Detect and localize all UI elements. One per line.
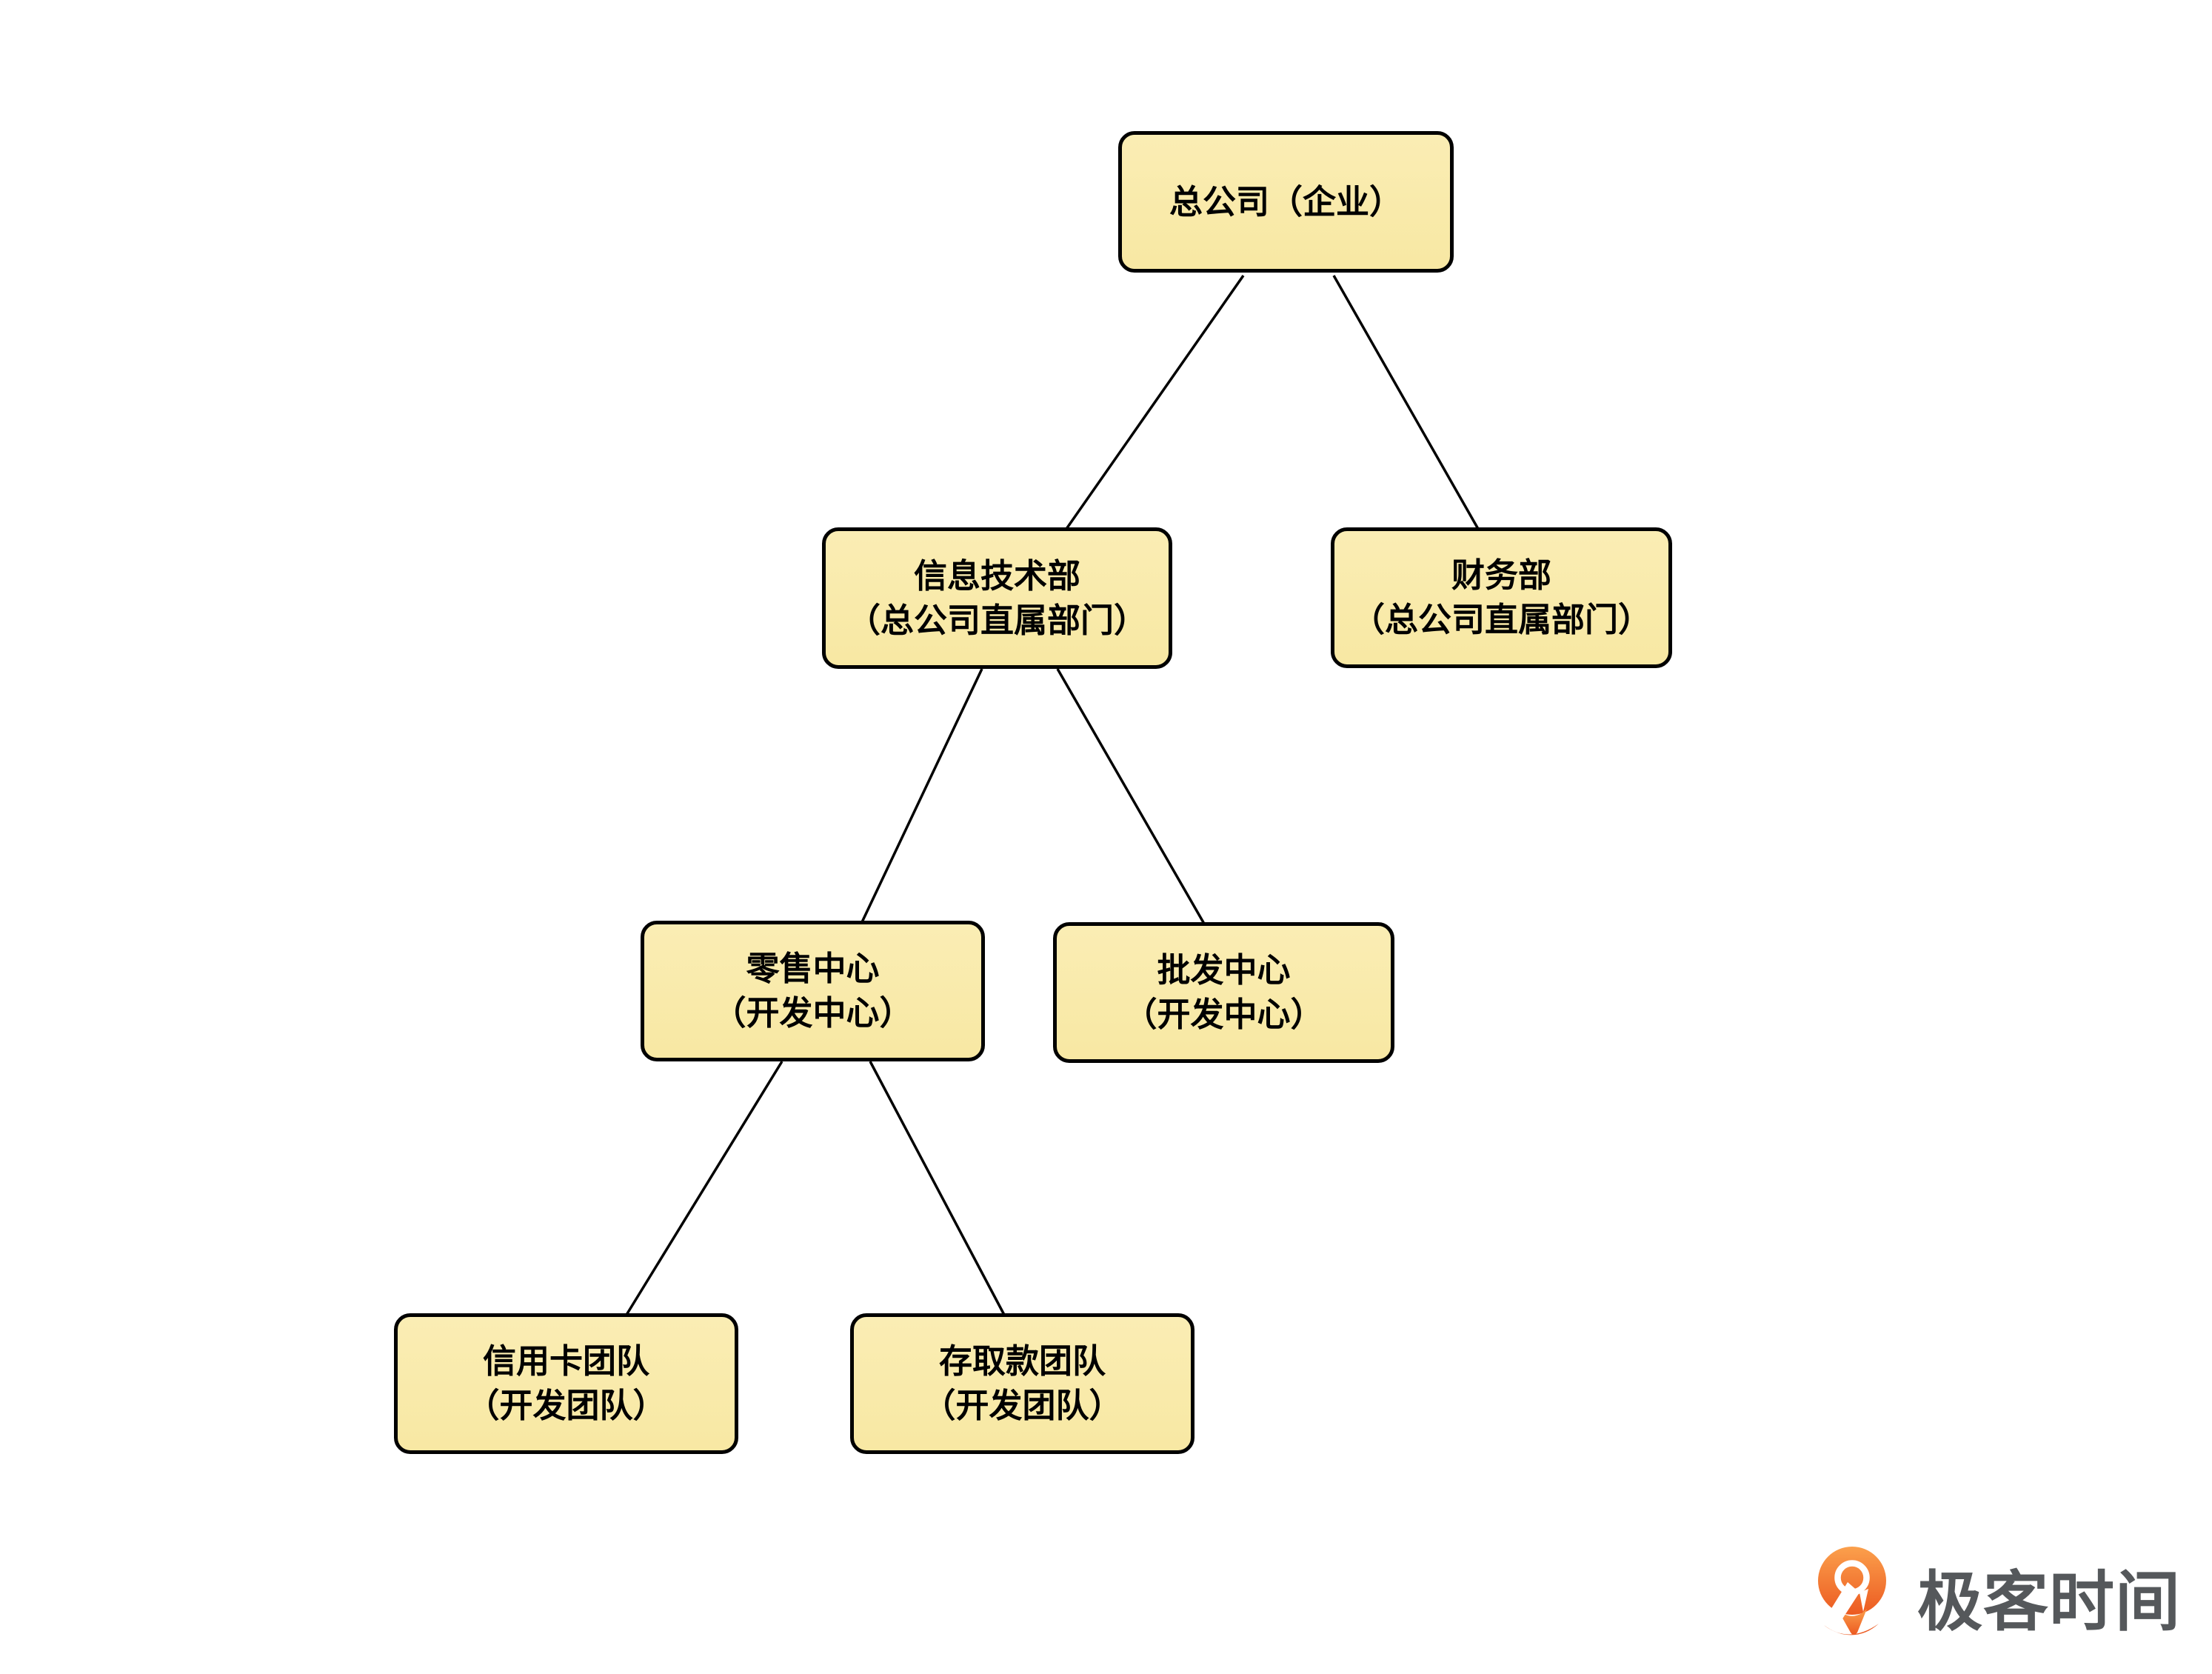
connector-head-to-it <box>1065 274 1245 530</box>
node-title: 总公司（企业） <box>1169 182 1403 221</box>
node-subtitle: （开发团队） <box>466 1387 666 1424</box>
logo-swoosh <box>1823 1624 1879 1635</box>
node-retail-center: 零售中心 （开发中心） <box>641 921 985 1061</box>
node-subtitle: （总公司直属部门） <box>1351 601 1651 638</box>
geektime-logo: 极客时间 <box>1815 1545 2181 1647</box>
node-wholesale-center: 批发中心 （开发中心） <box>1053 922 1394 1063</box>
node-subtitle: （开发团队） <box>922 1387 1123 1424</box>
node-subtitle: （开发中心） <box>712 994 913 1032</box>
connector-head-to-finance <box>1332 275 1480 530</box>
node-credit-card-team: 信用卡团队 （开发团队） <box>394 1313 738 1454</box>
connector-retail-to-creditcard <box>625 1061 783 1315</box>
node-deposit-team: 存取款团队 （开发团队） <box>850 1313 1194 1454</box>
node-title: 信用卡团队 <box>482 1342 649 1381</box>
node-title: 零售中心 <box>746 950 880 988</box>
logo-arrow-notch <box>1859 1589 1868 1612</box>
geektime-logo-text: 极客时间 <box>1917 1564 2181 1638</box>
connector-it-to-wholesale <box>1056 668 1206 924</box>
node-title: 信息技术部 <box>913 556 1080 595</box>
node-it-dept: 信息技术部 （总公司直属部门） <box>822 527 1172 669</box>
connector-retail-to-deposit <box>869 1061 1006 1315</box>
node-subtitle: （总公司直属部门） <box>846 601 1147 639</box>
node-finance-dept: 财务部 （总公司直属部门） <box>1331 527 1672 668</box>
geektime-logo-icon <box>1817 1547 1886 1635</box>
node-title: 批发中心 <box>1157 951 1291 990</box>
node-head-office: 总公司（企业） <box>1118 131 1454 273</box>
connector-it-to-retail <box>860 668 983 924</box>
node-title: 存取款团队 <box>938 1342 1106 1381</box>
node-subtitle: （开发中心） <box>1123 996 1324 1033</box>
logo-pin-circle <box>1817 1547 1886 1615</box>
logo-ring <box>1834 1560 1870 1595</box>
node-title: 财务部 <box>1451 556 1551 595</box>
